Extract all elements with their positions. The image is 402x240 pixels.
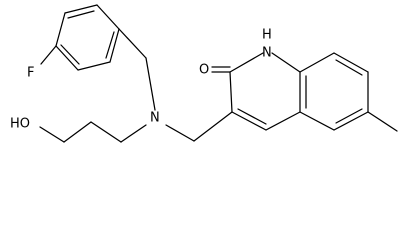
fluorine-label: F — [27, 66, 34, 81]
nitrogen-label: N — [150, 111, 160, 126]
bond — [90, 121, 122, 143]
bond — [118, 28, 147, 59]
bond — [55, 12, 66, 47]
chemical-structure-diagram: F N HO O H N — [10, 4, 398, 143]
oxygen-label: O — [199, 63, 209, 78]
hydroxyl-label: HO — [10, 117, 30, 132]
bond — [229, 52, 264, 73]
bond — [299, 111, 335, 131]
double-bond-inner — [105, 31, 115, 59]
bond — [77, 61, 111, 71]
bond — [333, 111, 369, 131]
ring-nh-hydrogen-label: H — [262, 28, 272, 43]
bond — [145, 57, 156, 111]
ring-nitrogen-label: N — [262, 46, 272, 61]
bond — [40, 45, 57, 65]
bond — [265, 111, 301, 131]
bond — [165, 124, 195, 142]
double-bond-inner — [60, 44, 80, 65]
bond — [367, 111, 398, 132]
bond — [271, 52, 301, 73]
bond — [64, 4, 98, 14]
bond — [96, 4, 120, 30]
double-bond-inner — [335, 59, 363, 76]
bond — [299, 52, 335, 73]
atom-labels: F N HO O H N — [10, 28, 272, 132]
bonds — [39, 4, 398, 143]
bond — [39, 126, 65, 143]
bond — [333, 52, 369, 73]
bond — [63, 121, 92, 143]
double-bond-inner — [67, 10, 95, 19]
bond — [231, 111, 267, 131]
double-bond-inner — [335, 108, 363, 124]
bond — [109, 28, 120, 63]
bond — [193, 111, 233, 142]
double-bond-inner — [237, 108, 267, 125]
bond — [229, 71, 233, 113]
bond — [120, 124, 147, 143]
bond — [55, 45, 79, 71]
